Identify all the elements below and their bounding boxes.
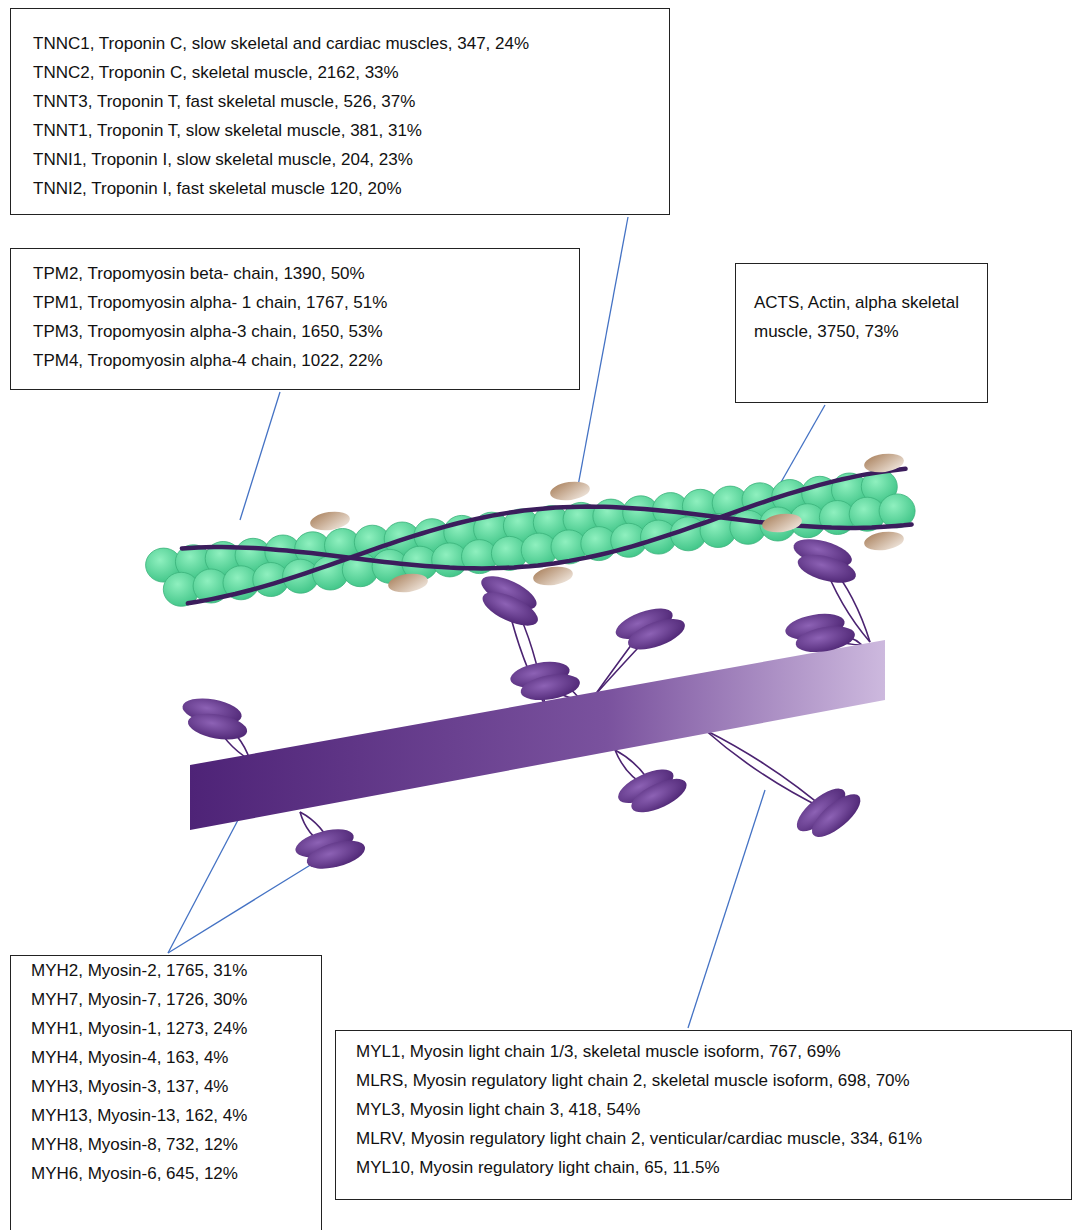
protein-entry: TNNI1, Troponin I, slow skeletal muscle,… xyxy=(33,145,647,174)
protein-entry: TNNI2, Troponin I, fast skeletal muscle … xyxy=(33,174,647,203)
myosin-heads xyxy=(180,534,866,874)
protein-entry: MLRS, Myosin regulatory light chain 2, s… xyxy=(356,1066,1051,1095)
protein-entry: MYH3, Myosin-3, 137, 4% xyxy=(31,1072,301,1101)
leader-line xyxy=(168,820,238,953)
leader-line xyxy=(240,392,280,520)
troponin xyxy=(309,509,351,532)
protein-entry: TNNC1, Troponin C, slow skeletal and car… xyxy=(33,29,647,58)
myosin-head xyxy=(795,549,859,588)
tropomyosin-strands xyxy=(182,469,912,604)
myosin-head xyxy=(478,585,543,632)
myosin-head xyxy=(624,613,689,656)
actin-box: ACTS, Actin, alpha skeletal muscle, 3750… xyxy=(735,263,988,403)
thick-filament xyxy=(190,640,885,830)
protein-entry: MYL3, Myosin light chain 3, 418, 54% xyxy=(356,1095,1051,1124)
myosin-head xyxy=(794,622,857,656)
troponin-box: TNNC1, Troponin C, slow skeletal and car… xyxy=(10,8,670,215)
protein-entry: MYL1, Myosin light chain 1/3, skeletal m… xyxy=(356,1037,1051,1066)
actin-filament xyxy=(146,470,916,607)
protein-entry: TPM4, Tropomyosin alpha-4 chain, 1022, 2… xyxy=(33,346,557,375)
troponin xyxy=(387,571,429,594)
leader-line xyxy=(780,405,825,484)
leader-line xyxy=(168,864,312,953)
tropomyosin-strand xyxy=(188,507,912,604)
troponin xyxy=(549,479,591,502)
protein-entry: MYH8, Myosin-8, 732, 12% xyxy=(31,1130,301,1159)
tropomyosin-strand xyxy=(182,469,906,569)
troponin xyxy=(863,529,905,552)
protein-entry: MLRV, Myosin regulatory light chain 2, v… xyxy=(356,1124,1051,1153)
myosin-head xyxy=(519,670,582,704)
protein-entry: MYH2, Myosin-2, 1765, 31% xyxy=(31,956,301,985)
troponin xyxy=(863,451,905,474)
myosin-head xyxy=(627,772,692,819)
troponin-complexes xyxy=(309,451,905,594)
leader-line xyxy=(688,790,765,1028)
protein-entry: TPM1, Tropomyosin alpha- 1 chain, 1767, … xyxy=(33,288,557,317)
myosin-heavy-chain-box: MYH2, Myosin-2, 1765, 31%MYH7, Myosin-7,… xyxy=(10,955,322,1230)
protein-entry: TPM2, Tropomyosin beta- chain, 1390, 50% xyxy=(33,259,557,288)
myosin-head xyxy=(304,835,368,874)
leader-line xyxy=(578,217,628,486)
protein-entry: MYH13, Myosin-13, 162, 4% xyxy=(31,1101,301,1130)
protein-entry: TPM3, Tropomyosin alpha-3 chain, 1650, 5… xyxy=(33,317,557,346)
protein-entry: TNNC2, Troponin C, skeletal muscle, 2162… xyxy=(33,58,647,87)
protein-entry: TNNT1, Troponin T, slow skeletal muscle,… xyxy=(33,116,647,145)
protein-entry: TNNT3, Troponin T, fast skeletal muscle,… xyxy=(33,87,647,116)
protein-entry: MYL10, Myosin regulatory light chain, 65… xyxy=(356,1153,1051,1182)
protein-entry: MYH1, Myosin-1, 1273, 24% xyxy=(31,1014,301,1043)
myosin-head xyxy=(806,787,867,844)
myosin-light-chain-box: MYL1, Myosin light chain 1/3, skeletal m… xyxy=(335,1030,1072,1200)
troponin xyxy=(532,564,574,587)
tropomyosin-box: TPM2, Tropomyosin beta- chain, 1390, 50%… xyxy=(10,248,580,390)
myosin-neck xyxy=(705,730,824,809)
protein-entry: MYH7, Myosin-7, 1726, 30% xyxy=(31,985,301,1014)
myosin-head xyxy=(186,710,249,744)
protein-entry: MYH6, Myosin-6, 645, 12% xyxy=(31,1159,301,1188)
troponin xyxy=(761,511,803,534)
protein-entry: MYH4, Myosin-4, 163, 4% xyxy=(31,1043,301,1072)
protein-entry: ACTS, Actin, alpha skeletal muscle, 3750… xyxy=(754,288,969,346)
